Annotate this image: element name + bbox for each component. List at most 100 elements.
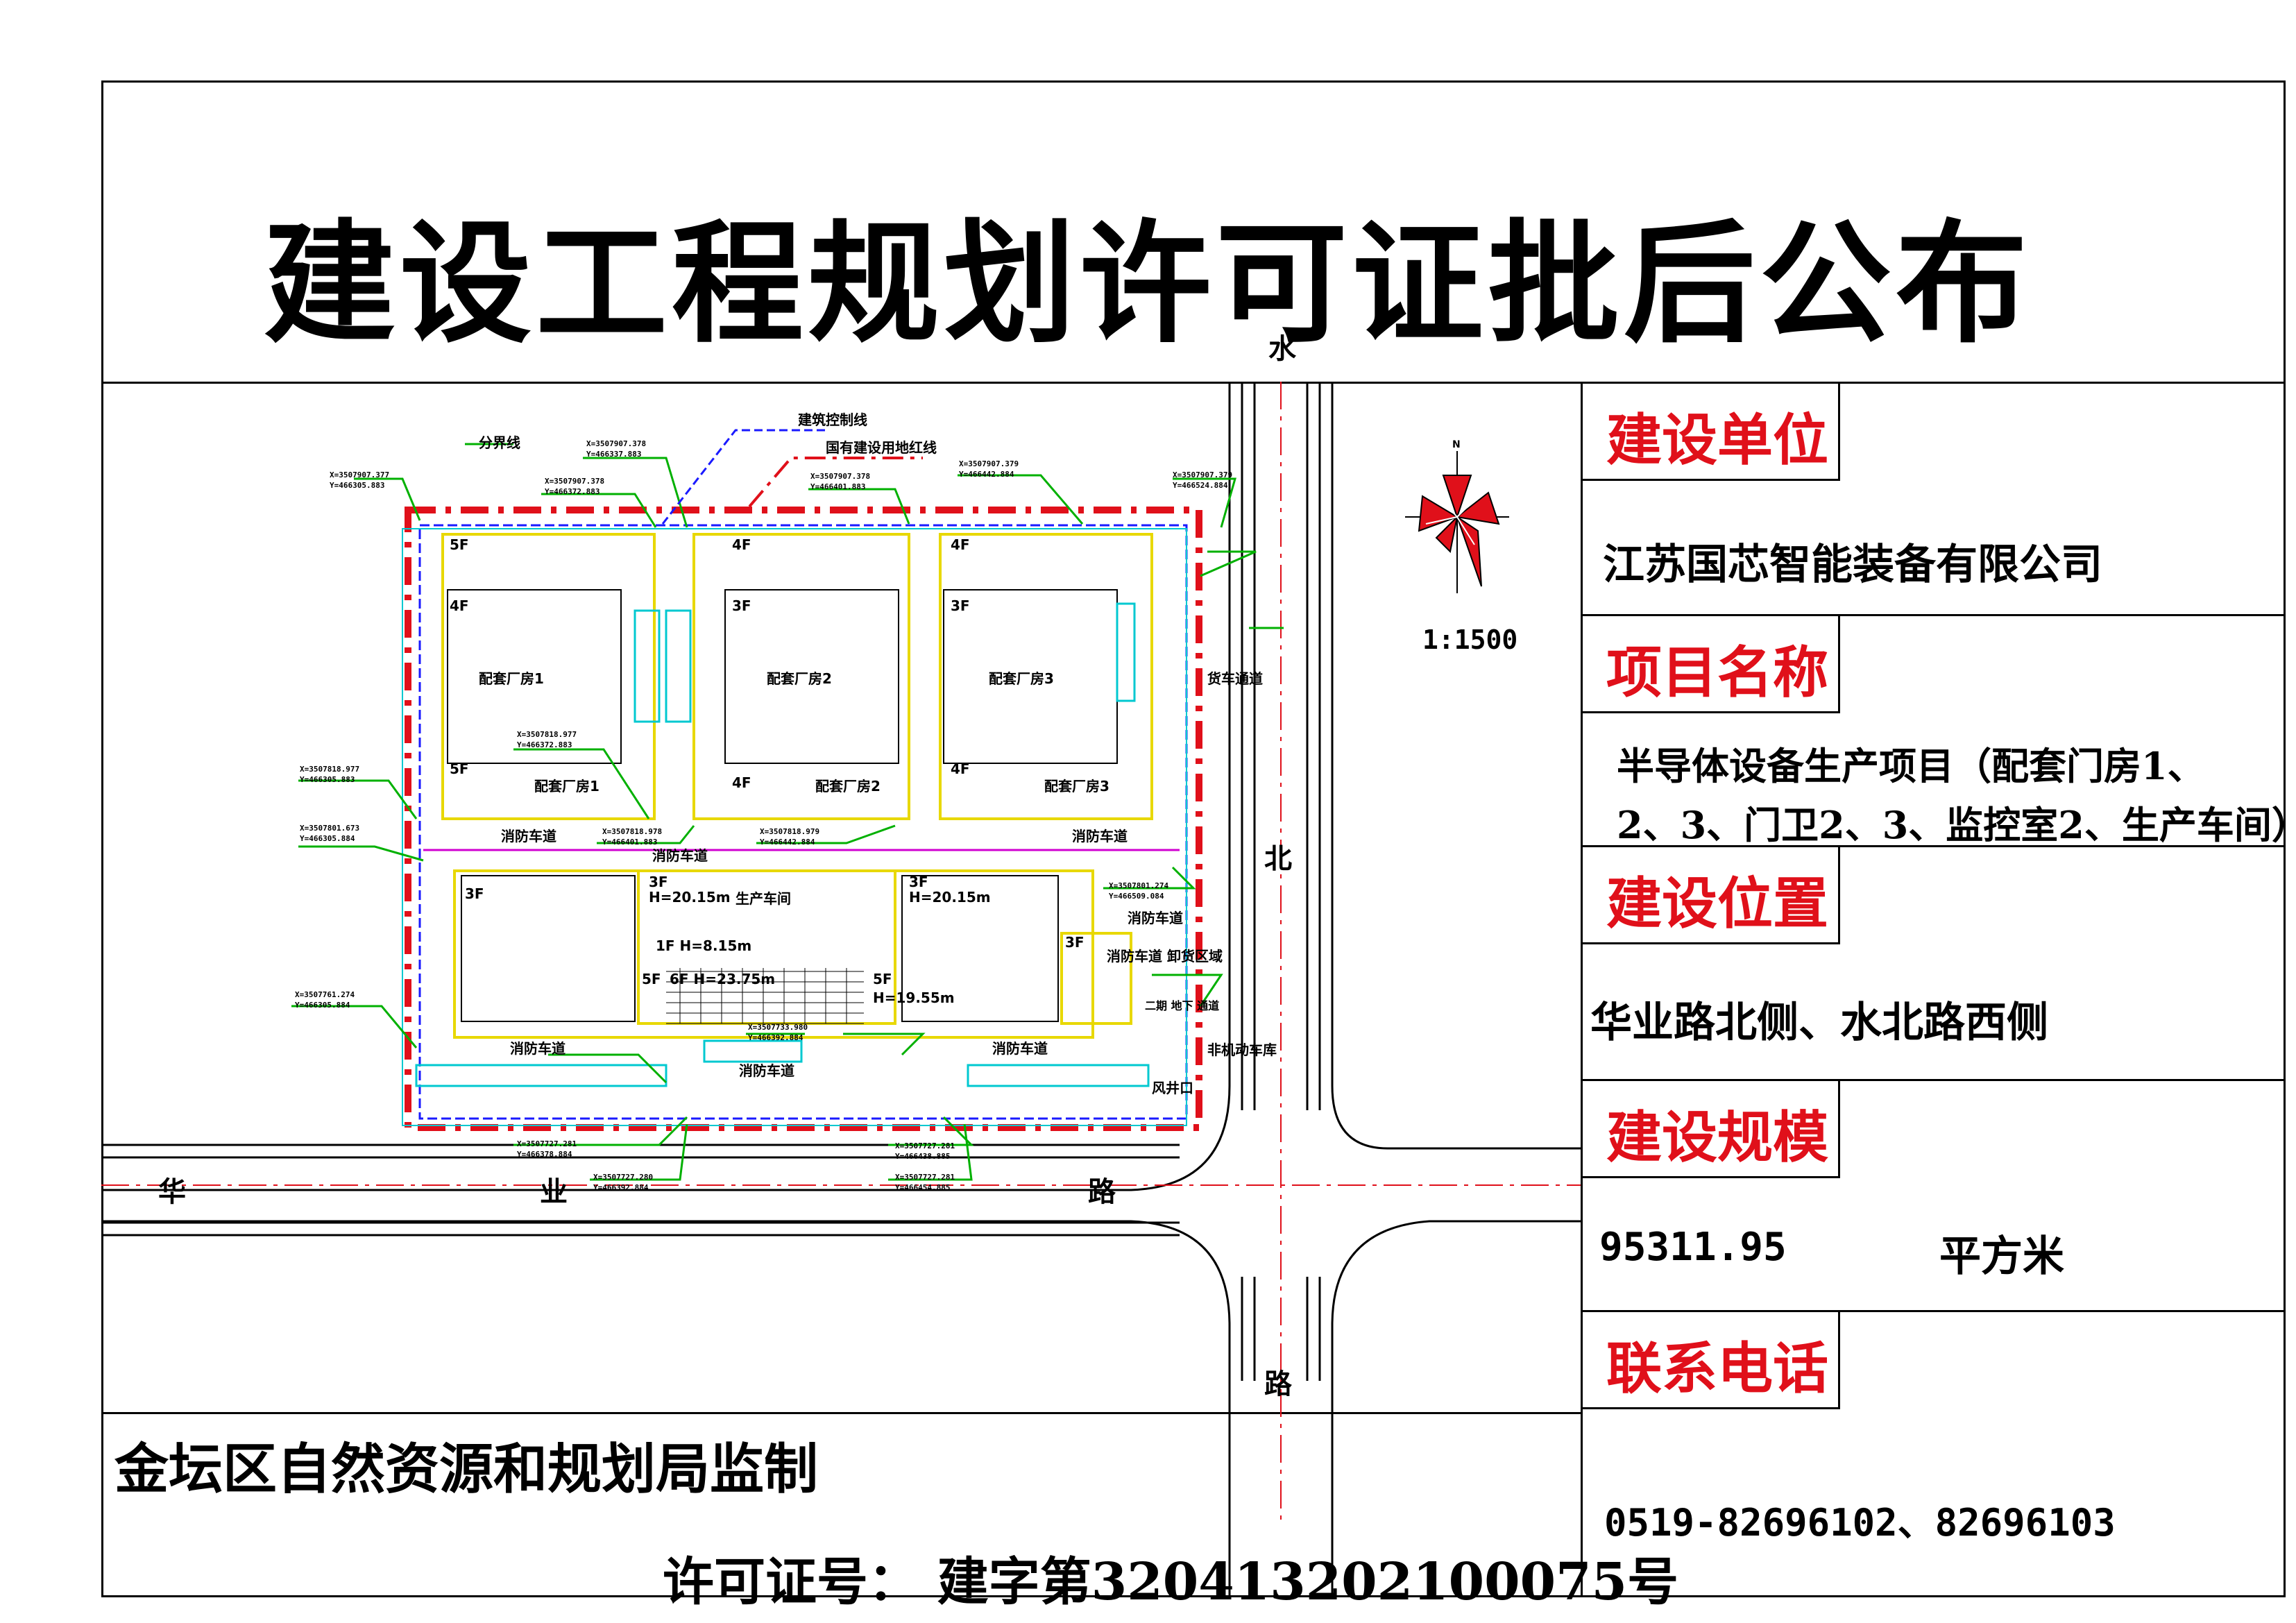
coord: Y=466305.883 — [330, 481, 384, 490]
coord: Y=466305.884 — [300, 834, 355, 843]
coord: X=3507907.379 — [959, 459, 1019, 468]
road-name-shui: 水 — [1268, 333, 1296, 365]
road-name-ye: 业 — [540, 1176, 568, 1208]
fire-road-label: 消防车道 — [501, 828, 556, 844]
fire-road-label: 消防车道 — [1072, 828, 1128, 844]
coord: Y=466305.884 — [295, 1001, 350, 1010]
workshop-east — [1060, 932, 1132, 1025]
location-value: 华业路北侧、水北路西侧 — [1590, 999, 2048, 1047]
cargo-lane-label: 货车通道 — [1207, 670, 1263, 687]
floor-label: 3F — [465, 885, 484, 902]
coord: X=3507733.980 — [748, 1023, 808, 1032]
stair-blocks — [415, 602, 1150, 1087]
coord: Y=466392.884 — [593, 1183, 649, 1192]
shaft-label: 风井口 — [1152, 1080, 1193, 1096]
coord: Y=466442.884 — [959, 470, 1014, 479]
leader-lines — [291, 443, 1284, 1181]
phone-label-box — [1581, 1310, 1840, 1409]
builder-label: 建设单位 — [1606, 408, 1828, 473]
building-1-south-label: 配套厂房1 — [534, 778, 599, 794]
bike-garage-label: 非机动车库 — [1207, 1042, 1277, 1058]
coord: X=3507907.378 — [545, 477, 604, 486]
floor-label: 5F — [450, 536, 469, 553]
building-inner-lines — [447, 589, 1118, 1022]
coord: X=3507907.379 — [1173, 470, 1232, 479]
location-label: 建设位置 — [1606, 872, 1828, 936]
project-value-line2: 2、3、门卫2、3、监控室2、生产车间） — [1617, 803, 2296, 847]
inner-road-outline — [402, 528, 1187, 1126]
phone-value: 0519-82696102、82696103 — [1604, 1501, 2116, 1545]
scale-unit: 平方米 — [1939, 1232, 2064, 1281]
fire-road-label: 消防车道 — [1128, 910, 1183, 926]
coord: Y=466442.884 — [760, 838, 815, 847]
panel-row-line-4 — [1581, 1310, 2286, 1312]
coord: Y=466392.884 — [748, 1033, 803, 1042]
floor-label: 5F — [873, 971, 892, 987]
document-frame — [101, 80, 2286, 1597]
panel-row-line-2 — [1581, 845, 2286, 847]
road-name-lu-v: 路 — [1264, 1368, 1292, 1400]
floor-height: H=20.15m — [909, 889, 991, 906]
building-3-label: 配套厂房3 — [989, 670, 1054, 687]
coord: Y=466401.883 — [602, 838, 657, 847]
coord: Y=466337.883 — [586, 450, 641, 459]
site-red-line — [405, 507, 1202, 1131]
supervisor-text: 金坛区自然资源和规划局监制 — [114, 1438, 819, 1501]
fire-road-label: 消防车道 — [652, 847, 708, 864]
floor-label: 3F — [649, 874, 668, 890]
fire-road-label: 消防车道 — [510, 1040, 566, 1057]
coord: Y=466401.883 — [810, 482, 865, 491]
building-3-south-label: 配套厂房3 — [1044, 778, 1109, 794]
coord: X=3507727.281 — [895, 1141, 955, 1150]
underground-passage-label: 二期 地下 通道 — [1145, 999, 1219, 1012]
coord: X=3507818.977 — [517, 730, 577, 739]
compass-n-label: N — [1452, 439, 1461, 450]
road-name-hua: 华 — [158, 1176, 186, 1208]
coord: X=3507727.281 — [517, 1139, 577, 1148]
coord: X=3507907.378 — [586, 439, 646, 448]
floor-label: 3F — [1065, 934, 1085, 951]
fire-road-label: 消防车道 — [992, 1040, 1048, 1057]
coord: X=3507727.281 — [895, 1173, 955, 1182]
panel-row-line-1 — [1581, 614, 2286, 616]
building-1-label: 配套厂房1 — [479, 670, 544, 687]
phone-label: 联系电话 — [1606, 1336, 1828, 1401]
red-line-label: 国有建设用地红线 — [826, 439, 937, 456]
coord: Y=466378.884 — [517, 1150, 572, 1159]
scale-label-box — [1581, 1079, 1840, 1178]
coord: X=3507907.377 — [330, 470, 389, 479]
coord: X=3507907.378 — [810, 472, 870, 481]
coord: Y=466372.883 — [517, 740, 572, 749]
panel-row-line-3 — [1581, 1079, 2286, 1081]
floor-label: 3F — [732, 597, 751, 614]
building-2-label: 配套厂房2 — [767, 670, 832, 687]
road-name-lu-h: 路 — [1088, 1176, 1116, 1208]
scale-label: 建设规模 — [1606, 1105, 1828, 1170]
floor-label: 4F — [732, 536, 751, 553]
floor-label: 4F — [450, 597, 469, 614]
floor-height: 1F H=8.15m — [656, 937, 751, 954]
floor-label: 4F — [951, 760, 970, 777]
project-label-box — [1581, 614, 1840, 713]
coord: X=3507818.978 — [602, 827, 662, 836]
floor-height: H=20.15m — [649, 889, 731, 906]
coord: Y=466438.885 — [895, 1152, 950, 1161]
north-arrow — [1405, 451, 1509, 593]
permit-number: 许可证号： 建字第320413202100075号 — [663, 1552, 1679, 1612]
coord: X=3507801.274 — [1109, 881, 1168, 890]
coord: X=3507761.274 — [295, 990, 355, 999]
road-shuibei — [101, 382, 1581, 1597]
road-name-bei: 北 — [1264, 843, 1292, 875]
coord: Y=466372.883 — [545, 487, 599, 496]
coord: Y=466524.884 — [1173, 481, 1228, 490]
location-label-box — [1581, 845, 1840, 944]
project-label: 项目名称 — [1606, 640, 1828, 705]
floor-height: H=19.55m — [873, 989, 955, 1006]
workshop-label: 生产车间 — [735, 890, 791, 907]
control-leader — [661, 429, 826, 525]
control-line-label: 建筑控制线 — [798, 411, 867, 428]
floor-label: 3F — [909, 874, 928, 890]
building-2 — [692, 533, 910, 820]
floor-label: 5F — [450, 760, 469, 777]
